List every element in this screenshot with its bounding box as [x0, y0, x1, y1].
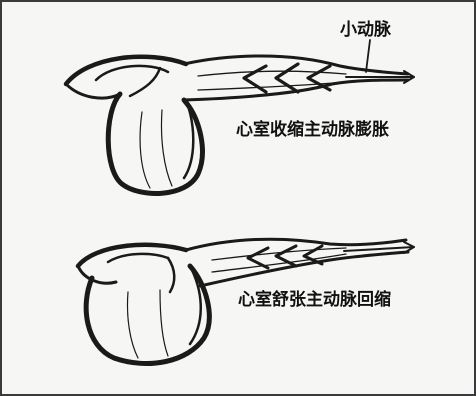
flow-chevron	[276, 64, 298, 92]
flow-chevron	[248, 248, 268, 268]
flow-arrow	[344, 247, 414, 251]
label-systole: 心室收缩主动脉膨胀	[236, 122, 389, 139]
label-diastole: 心室舒张主动脉回缩	[238, 292, 391, 309]
systole-illustration	[66, 40, 414, 193]
flow-chevron	[304, 246, 322, 264]
label-small-artery: 小动脉	[340, 22, 391, 39]
heart-opening-systole	[66, 57, 186, 84]
small-artery-pointer	[366, 40, 370, 72]
ventricle-diastole	[86, 266, 209, 364]
